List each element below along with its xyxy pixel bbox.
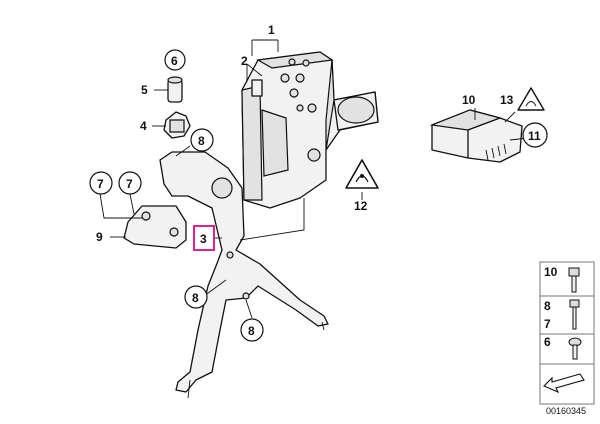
callout-4[interactable]: 4 — [140, 119, 147, 133]
bushing[interactable] — [167, 76, 183, 103]
legend-10: 10 — [544, 265, 558, 279]
callout-2[interactable]: 2 — [241, 54, 248, 68]
bracket[interactable] — [159, 151, 329, 399]
callout-7a[interactable]: 7 — [97, 177, 104, 191]
callout-8-top-circle[interactable] — [190, 128, 214, 152]
arrow-icon — [543, 373, 585, 394]
warning-triangle-small-icon — [517, 87, 545, 111]
callout-7b-circle[interactable] — [118, 171, 142, 195]
legend-6: 6 — [544, 335, 551, 349]
warning-triangle-icon — [345, 159, 379, 189]
callout-3[interactable]: 3 — [200, 232, 207, 246]
legend-8: 8 — [544, 299, 551, 313]
mounting-plate[interactable] — [123, 205, 187, 249]
callout-10[interactable]: 10 — [462, 93, 476, 107]
bolt-8-icon — [569, 299, 580, 330]
callout-12[interactable]: 12 — [354, 199, 368, 213]
callout-6-circle[interactable] — [164, 49, 186, 71]
callout-1[interactable]: 1 — [268, 23, 275, 37]
callout-9[interactable]: 9 — [96, 230, 103, 244]
callout-6[interactable]: 6 — [171, 54, 178, 68]
callout-11[interactable]: 11 — [528, 129, 541, 143]
callout-8-right-circle[interactable] — [240, 318, 264, 342]
sensor-module[interactable] — [429, 109, 523, 163]
callout-5[interactable]: 5 — [141, 83, 148, 97]
callout-8-left-circle[interactable] — [184, 285, 208, 309]
fastener-legend: 10 8 7 6 — [539, 261, 595, 405]
diagram-code: 00160345 — [546, 406, 586, 416]
callout-8-left[interactable]: 8 — [192, 291, 199, 305]
callout-8-top[interactable]: 8 — [198, 134, 205, 148]
callout-8-right[interactable]: 8 — [248, 324, 255, 338]
rubber-mount[interactable] — [163, 111, 191, 139]
screw-6-icon — [568, 337, 582, 360]
callout-13[interactable]: 13 — [500, 93, 514, 107]
legend-7: 7 — [544, 317, 551, 331]
callout-7a-circle[interactable] — [89, 171, 113, 195]
hydraulic-unit[interactable] — [241, 51, 379, 209]
callout-7b[interactable]: 7 — [126, 177, 133, 191]
callout-11-circle[interactable] — [522, 122, 548, 148]
callout-3-highlight[interactable] — [193, 225, 215, 251]
bolt-10-icon — [568, 267, 580, 293]
